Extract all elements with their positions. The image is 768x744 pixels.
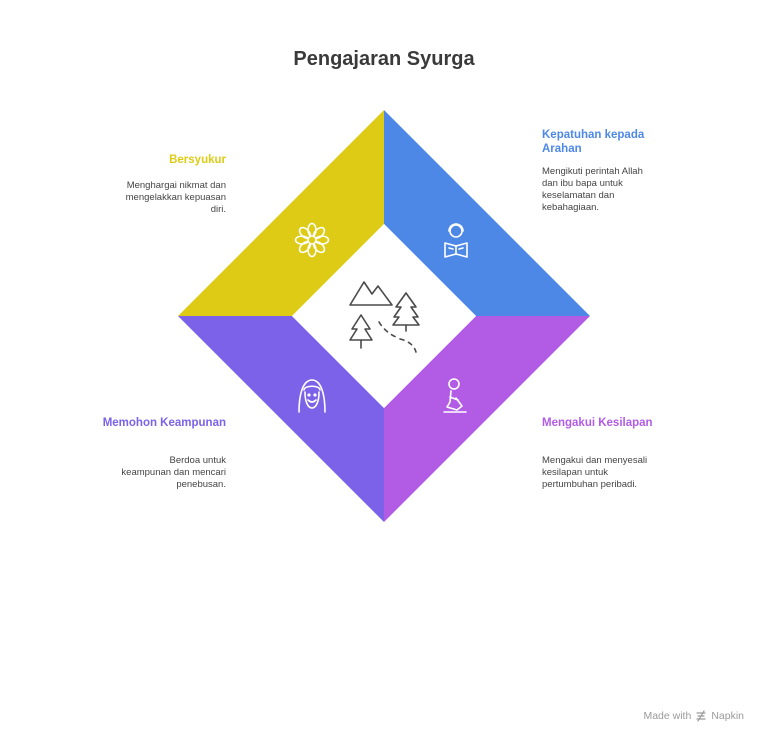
footer-brand: Napkin — [711, 710, 744, 722]
footer-credit[interactable]: Made with Napkin — [643, 710, 744, 722]
person-reading-icon — [444, 223, 468, 258]
desc-memohon-keampunan: Berdoa untuk keampunan dan mencari peneb… — [121, 455, 226, 490]
bearded-man-icon — [298, 379, 326, 413]
page-title: Pengajaran Syurga — [293, 48, 475, 70]
quadrant-top-left — [178, 110, 384, 316]
label-mengakui-kesilapan: Mengakui Kesilapan — [542, 417, 653, 429]
footer-prefix: Made with — [643, 710, 692, 722]
quadrant-top-right — [384, 110, 590, 316]
napkin-logo-icon — [696, 710, 706, 722]
flower-icon — [294, 222, 330, 258]
desc-bersyukur: Menghargai nikmat dan mengelakkan kepuas… — [125, 180, 226, 215]
label-memohon-keampunan: Memohon Keampunan — [102, 417, 226, 429]
desc-kepatuhan: Mengikuti perintah Allah dan ibu bapa un… — [542, 166, 643, 213]
quadrant-bottom-right — [384, 316, 590, 522]
kneeling-person-icon — [443, 378, 467, 413]
desc-mengakui-kesilapan: Mengakui dan menyesali kesilapan untuk p… — [542, 455, 648, 490]
label-bersyukur: Bersyukur — [169, 154, 226, 166]
label-kepatuhan: Kepatuhan kepada Arahan — [542, 129, 645, 155]
quadrant-bottom-left — [178, 316, 384, 522]
mountains-trees-path-icon — [349, 281, 420, 353]
center-diamond — [292, 224, 476, 408]
